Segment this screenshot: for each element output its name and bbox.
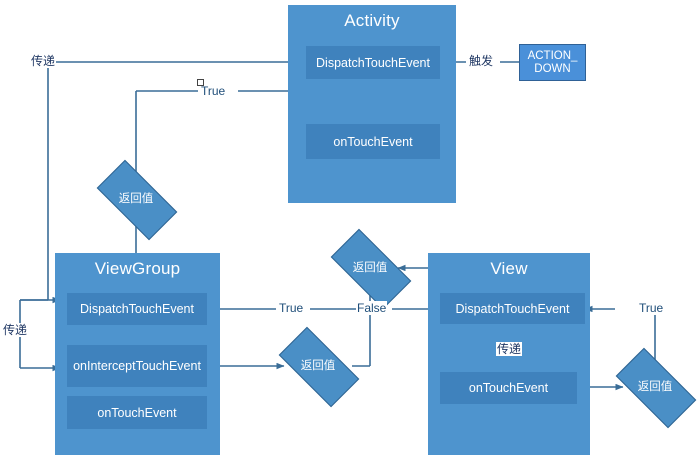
- activity-on-touch-event-box[interactable]: onTouchEvent: [306, 124, 440, 159]
- viewgroup-on-touch-event-box[interactable]: onTouchEvent: [67, 396, 207, 429]
- edge-label-pass-top: 传递: [30, 54, 57, 68]
- panel-title-activity: Activity: [344, 11, 400, 30]
- panel-title-viewgroup: ViewGroup: [94, 259, 181, 278]
- decision-label: 返回值: [118, 192, 154, 205]
- edge-label-true-view: True: [638, 301, 665, 315]
- decision-return-viewgroup-dispatch[interactable]: 返回值: [96, 159, 178, 241]
- decision-label: 返回值: [352, 261, 388, 274]
- edge-label-trigger: 触发: [468, 54, 495, 68]
- decision-return-view-ontouch[interactable]: 返回值: [615, 347, 697, 429]
- viewgroup-dispatch-touch-event-box[interactable]: DispatchTouchEvent: [67, 293, 207, 325]
- decision-return-viewgroup-onintercept[interactable]: 返回值: [278, 326, 360, 408]
- decision-label: 返回值: [637, 380, 673, 393]
- panel-title-view: View: [490, 259, 528, 278]
- viewgroup-on-intercept-touch-event-box[interactable]: onInterceptTouchEvent: [67, 345, 207, 387]
- edge-label-false-view: False: [356, 301, 388, 315]
- activity-dispatch-touch-event-box[interactable]: DispatchTouchEvent: [306, 46, 440, 79]
- panel-activity[interactable]: Activity: [288, 5, 456, 203]
- view-dispatch-touch-event-box[interactable]: DispatchTouchEvent: [440, 293, 585, 324]
- action-down-box[interactable]: ACTION_ DOWN: [519, 44, 586, 81]
- decision-label: 返回值: [300, 359, 336, 372]
- edge-label-true-activity: True: [200, 84, 227, 98]
- small-square-marker: [197, 79, 204, 86]
- edge-label-pass-left: 传递: [2, 323, 29, 337]
- action-down-line2: DOWN: [534, 62, 571, 75]
- edge-label-true-viewgroup: True: [278, 301, 305, 315]
- decision-return-view-dispatch[interactable]: 返回值: [330, 228, 412, 310]
- edge-label-pass-view: 传递: [496, 342, 523, 356]
- action-down-line1: ACTION_: [527, 49, 578, 62]
- view-on-touch-event-box[interactable]: onTouchEvent: [440, 372, 577, 404]
